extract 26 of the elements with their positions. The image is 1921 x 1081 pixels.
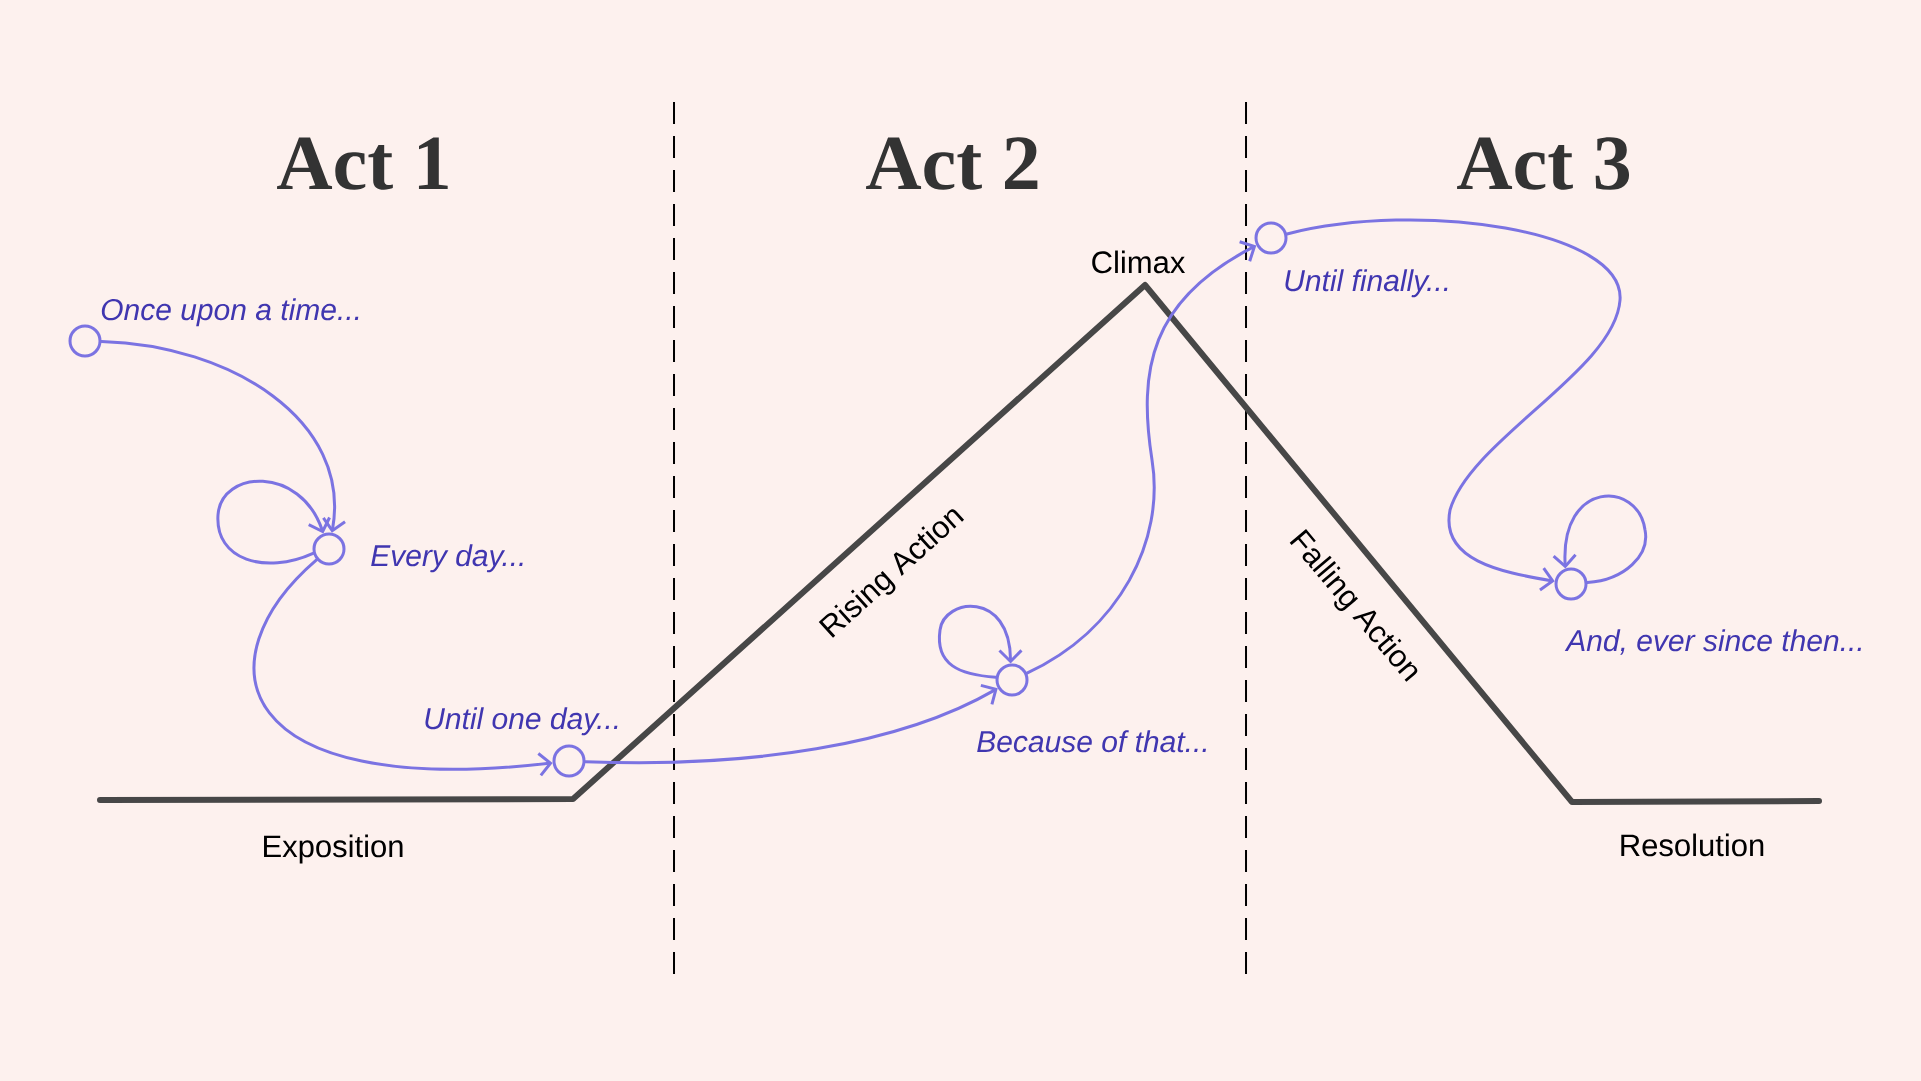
circle-marker xyxy=(1554,567,1588,601)
arc-label: Climax xyxy=(1092,250,1185,274)
arc-label: Resolution xyxy=(1621,833,1764,857)
caption-text: Because of that... xyxy=(977,730,1206,753)
arc-label: Exposition xyxy=(264,834,403,864)
section-heading: Act 1 xyxy=(277,137,448,190)
curved-arrow xyxy=(100,339,346,533)
section-heading: Act 2 xyxy=(866,137,1038,190)
caption-text: And, ever since then... xyxy=(1564,629,1861,655)
circle-marker xyxy=(68,324,102,358)
caption-text: Every day... xyxy=(371,544,523,573)
circle-marker xyxy=(995,663,1029,697)
curved-arrow xyxy=(1025,240,1257,675)
section-heading: Act 3 xyxy=(1457,137,1630,190)
curved-arrow xyxy=(584,683,998,765)
loop-arrow xyxy=(1552,494,1648,585)
caption-text: Until finally... xyxy=(1285,269,1448,298)
circle-marker xyxy=(1254,221,1288,255)
curved-arrow xyxy=(1285,218,1622,592)
circle-marker xyxy=(312,532,346,566)
curved-arrow xyxy=(252,558,553,777)
loop-arrow xyxy=(937,604,1023,679)
caption-text: Until one day... xyxy=(425,707,618,736)
loop-arrow xyxy=(216,479,331,565)
circle-marker xyxy=(552,744,586,778)
caption-text: Once upon a time... xyxy=(101,298,359,327)
